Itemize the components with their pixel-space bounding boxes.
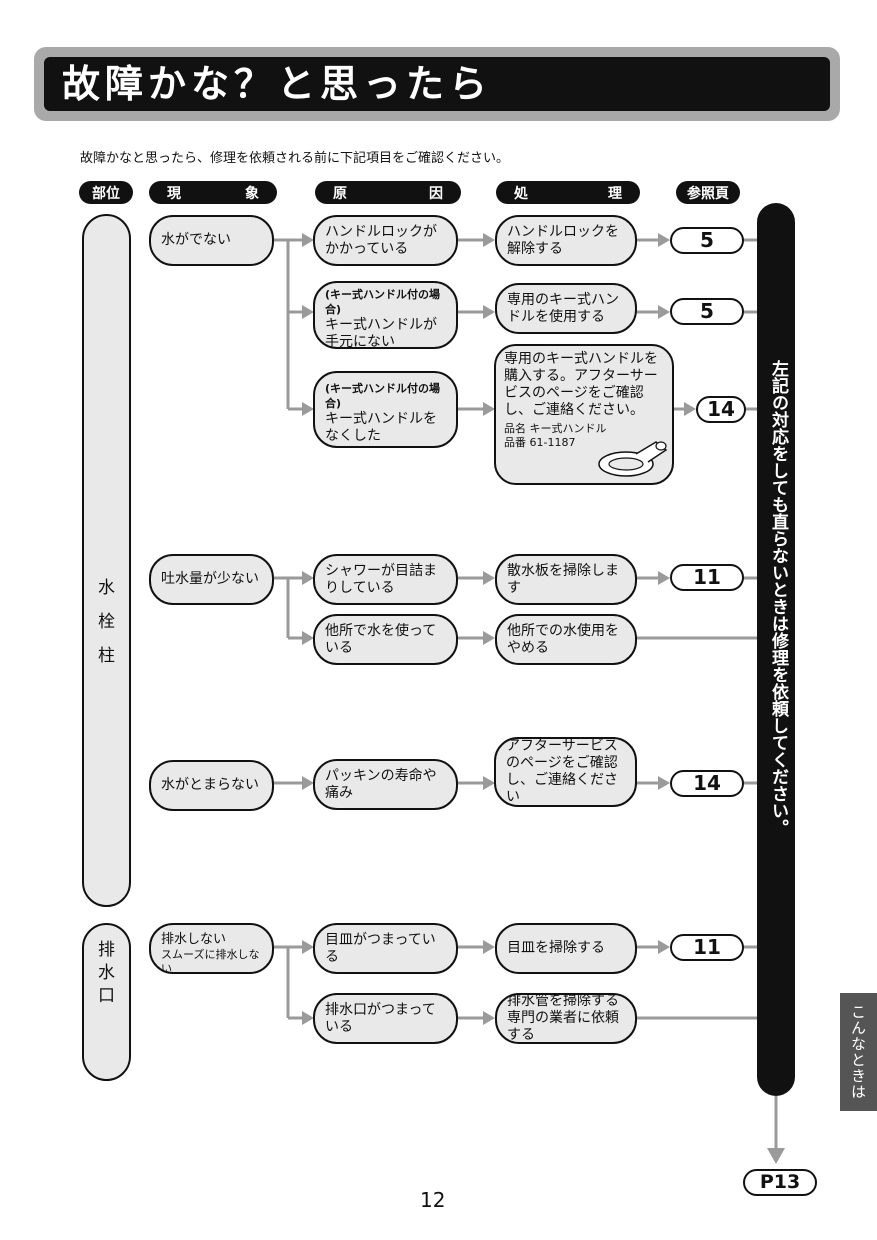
header-cause: 原 因 <box>315 181 461 204</box>
part-drain-char-2: 水 <box>98 963 115 983</box>
remedy-after-service: アフターサービスのページをご確認し、ご連絡ください <box>494 737 637 807</box>
cause-packing: パッキンの寿命や痛み <box>313 759 458 810</box>
remedy-stop-elsewhere: 他所での水使用をやめる <box>495 614 637 665</box>
part-drain-char-3: 口 <box>98 986 115 1006</box>
part-drain: 排 水 口 <box>82 923 131 1081</box>
header-symptom: 現 象 <box>149 181 277 204</box>
symptom-low-flow: 吐水量が少ない <box>149 554 274 605</box>
cause-drain-clogged: 排水口がつまっている <box>313 993 458 1044</box>
page-number: 12 <box>420 1188 446 1212</box>
next-page-link[interactable]: P13 <box>743 1169 817 1196</box>
repair-note-bar <box>757 203 795 1096</box>
remedy-use-key: 専用のキー式ハンドルを使用する <box>495 283 637 334</box>
symptom-no-drain-sub: スムーズに排水しない <box>161 948 260 974</box>
remedy-buy-key-label: 専用のキー式ハンドルを購入する。アフターサービスのページをご確認し、ご連絡くださ… <box>504 351 658 418</box>
part-faucet-char-1: 水 <box>98 578 115 598</box>
symptom-no-water: 水がでない <box>149 215 274 266</box>
part-faucet-char-3: 柱 <box>98 646 115 666</box>
ref-page-after-service[interactable]: 14 <box>670 770 744 797</box>
cause-plate-clogged: 目皿がつまっている <box>313 923 458 974</box>
product-name: 品名 キー式ハンドル <box>504 422 607 435</box>
symptom-no-drain: 排水しない スムーズに排水しない <box>149 923 274 974</box>
header-symptom-2: 象 <box>245 185 259 202</box>
remedy-contact-pro: 排水管を掃除する専門の業者に依頼する <box>495 993 637 1044</box>
cause-handle-locked: ハンドルロックがかかっている <box>313 215 458 266</box>
symptom-no-drain-label: 排水しない <box>161 932 227 947</box>
ref-page-clean-plate[interactable]: 11 <box>670 564 744 591</box>
header-remedy: 処 理 <box>496 181 640 204</box>
header-cause-2: 因 <box>429 185 443 202</box>
symptom-not-stop: 水がとまらない <box>149 760 274 811</box>
ref-page-buy-key[interactable]: 14 <box>696 396 746 423</box>
remedy-unlock: ハンドルロックを解除する <box>495 215 637 266</box>
cause-key-lost-label: キー式ハンドルをなくした <box>325 411 437 444</box>
ref-page-clean-strainer[interactable]: 11 <box>670 934 744 961</box>
page-title: 故障かな？と思ったら <box>62 62 493 106</box>
header-cause-1: 原 <box>333 185 347 202</box>
header-remedy-2: 理 <box>608 185 622 202</box>
ref-page-unlock[interactable]: 5 <box>670 227 744 254</box>
part-faucet-char-2: 栓 <box>98 612 115 632</box>
cause-key-missing: (キー式ハンドル付の場合) キー式ハンドルが手元にない <box>313 281 458 349</box>
key-handle-icon <box>598 441 668 477</box>
header-part: 部位 <box>79 181 133 204</box>
part-faucet: 水 栓 柱 <box>82 214 131 907</box>
title-banner <box>44 57 830 111</box>
remedy-clean-strainer: 目皿を掃除する <box>495 923 637 974</box>
cause-water-elsewhere: 他所で水を使っている <box>313 614 458 665</box>
part-drain-char-1: 排 <box>98 940 115 960</box>
cause-key-lost-note: (キー式ハンドル付の場合) <box>325 382 441 410</box>
section-tab[interactable]: こんなときは <box>840 993 877 1111</box>
header-ref: 参照頁 <box>676 181 740 204</box>
intro-text: 故障かなと思ったら、修理を依頼される前に下記項目をご確認ください。 <box>80 151 510 166</box>
cause-key-missing-label: キー式ハンドルが手元にない <box>325 317 437 349</box>
remedy-clean-plate: 散水板を掃除します <box>495 554 637 605</box>
cause-shower-clogged: シャワーが目詰まりしている <box>313 554 458 605</box>
remedy-buy-key: 専用のキー式ハンドルを購入する。アフターサービスのページをご確認し、ご連絡くださ… <box>494 344 674 485</box>
cause-key-lost: (キー式ハンドル付の場合) キー式ハンドルをなくした <box>313 371 458 448</box>
product-number: 品番 61-1187 <box>504 436 576 449</box>
header-symptom-1: 現 <box>167 185 181 202</box>
header-remedy-1: 処 <box>514 185 528 202</box>
ref-page-use-key[interactable]: 5 <box>670 298 744 325</box>
repair-note-text: 左記の対応をしても直らないときは修理を依頼してください。 <box>768 360 788 836</box>
cause-key-missing-note: (キー式ハンドル付の場合) <box>325 288 441 316</box>
